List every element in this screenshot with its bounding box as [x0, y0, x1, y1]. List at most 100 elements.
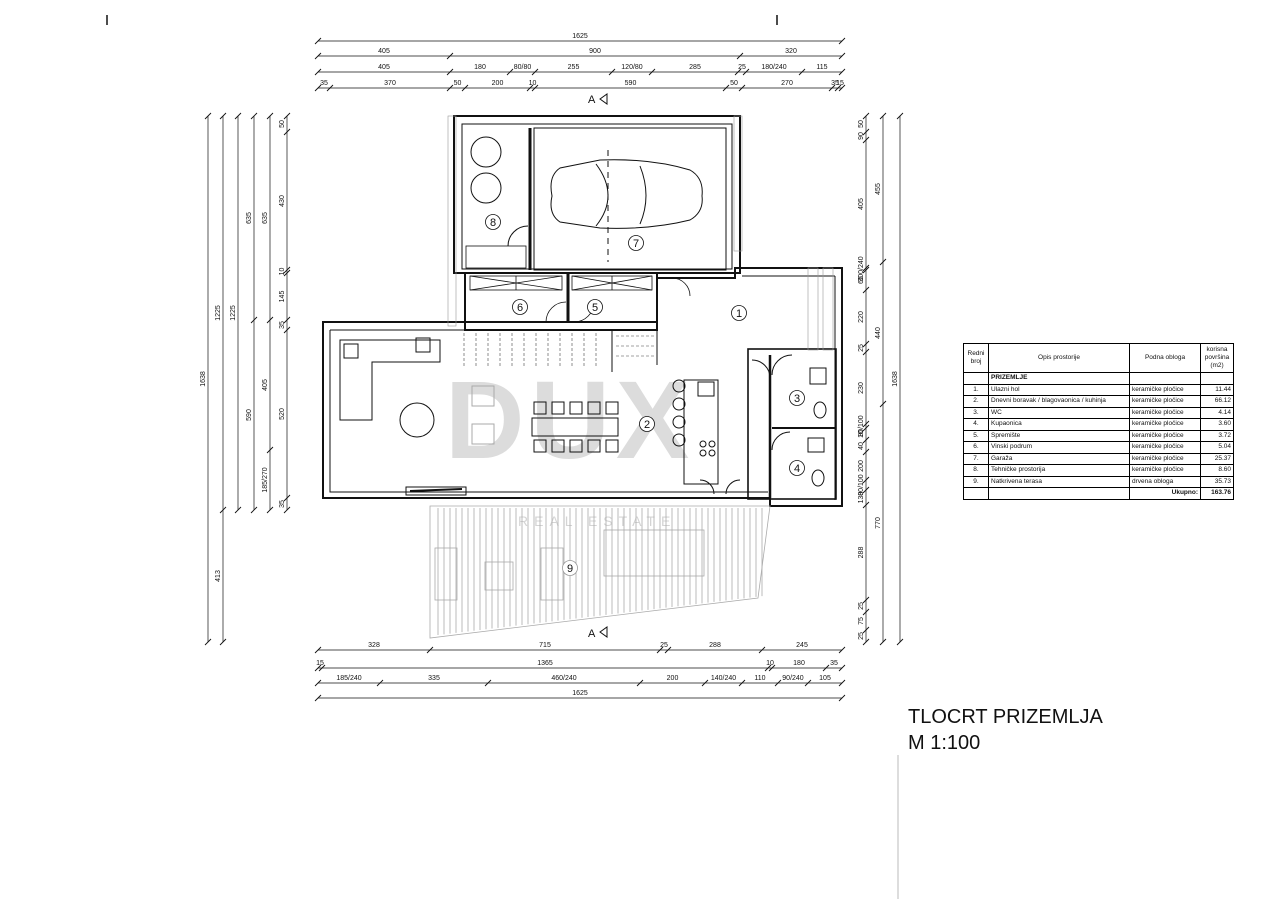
dimension-value: 130 — [858, 492, 865, 504]
room-marker — [628, 235, 644, 251]
bathroom-fixtures — [699, 354, 827, 495]
dimension-tick — [758, 646, 766, 654]
dimension-tick — [314, 679, 322, 687]
dimension-value: 590 — [625, 80, 637, 87]
plan-title-block: TLOCRT PRIZEMLJA M 1:100 — [908, 704, 1103, 756]
dimension-tick — [722, 84, 730, 92]
dimension-value: 90/240 — [782, 675, 804, 682]
dimension-value: 50 — [730, 80, 738, 87]
area-cell-no: 7. — [963, 452, 989, 465]
dimension-value: 15 — [836, 80, 844, 87]
sink-icon — [697, 381, 715, 397]
dimension-tick — [798, 68, 806, 76]
car-windows — [595, 163, 647, 227]
sink-icon — [807, 437, 825, 453]
dimension-tick — [250, 112, 258, 120]
section-label: PRIZEMLJE — [988, 372, 1130, 385]
dimension-tick — [862, 448, 870, 456]
dimension-value: 270 — [781, 80, 793, 87]
dimension-value: 35 — [831, 80, 839, 87]
section-arrow-icon — [599, 626, 608, 638]
dimension-tick — [774, 679, 782, 687]
dining-chair-icon — [569, 401, 583, 415]
dining-chair-icon — [605, 401, 619, 415]
garage-room — [533, 127, 727, 271]
dimension-tick — [314, 664, 322, 672]
dimension-value: 770 — [875, 517, 882, 529]
dimension-tick — [426, 646, 434, 654]
room-marker — [562, 560, 578, 576]
dimension-tick — [738, 679, 746, 687]
dimension-value: 1625 — [572, 690, 588, 697]
area-cell-area: 5.04 — [1200, 441, 1234, 454]
dining-chair-icon — [569, 439, 583, 453]
tank-icon — [470, 136, 502, 168]
dimension-tick — [250, 506, 258, 514]
dimension-tick — [314, 68, 322, 76]
dimension-value: 288 — [858, 547, 865, 559]
dimension-tick — [446, 52, 454, 60]
car-body — [550, 159, 703, 229]
total-value: 163.76 — [1200, 487, 1234, 500]
dimension-value: 115 — [816, 64, 827, 71]
dimension-value: 285 — [689, 64, 701, 71]
dimension-tick — [862, 128, 870, 136]
terrace-door-icon — [699, 479, 741, 495]
dimension-tick — [804, 679, 812, 687]
area-cell-no: 3. — [963, 406, 989, 419]
dimension-tick — [484, 679, 492, 687]
dining-chair-icon — [533, 401, 547, 415]
area-cell-floor: keramičke pločice — [1129, 395, 1201, 408]
kitchen — [672, 379, 719, 485]
dimension-tick — [862, 112, 870, 120]
dimension-tick — [768, 664, 776, 672]
dimension-value: 80/100 — [858, 474, 865, 496]
kitchen-island — [683, 379, 719, 485]
dimension-value: 25 — [858, 602, 865, 610]
hob-icon — [699, 449, 707, 457]
hob-icon — [708, 440, 716, 448]
stool-icon — [672, 415, 686, 429]
dimension-value: 245 — [796, 642, 808, 649]
dimension-value: 230 — [858, 382, 865, 394]
room-number: 2 — [644, 419, 650, 431]
dimension-value: 65 — [858, 276, 865, 284]
dimension-value: 90 — [858, 132, 865, 140]
dimension-value: 405 — [378, 48, 390, 55]
outdoor-table-icon — [603, 529, 705, 577]
dimension-tick — [736, 52, 744, 60]
dimension-tick — [862, 424, 870, 432]
dimension-tick — [879, 400, 887, 408]
dimension-value: 320 — [785, 48, 797, 55]
door-swing-icon — [751, 359, 771, 379]
dimension-tick — [862, 420, 870, 428]
area-cell-name: Ulazni hol — [988, 383, 1130, 396]
dimension-tick — [234, 112, 242, 120]
dimension-value: 405 — [858, 198, 865, 210]
dimension-tick — [862, 436, 870, 444]
dimension-value: 328 — [368, 642, 380, 649]
dimension-tick — [838, 68, 846, 76]
section-arrow-icon — [599, 93, 608, 105]
dimension-tick — [283, 326, 291, 334]
dimension-value: 185/240 — [336, 675, 361, 682]
dimension-value: 1225 — [230, 305, 237, 321]
cabinet-icon — [465, 245, 527, 269]
dimension-value: 590 — [246, 409, 253, 421]
dimension-tick — [862, 638, 870, 646]
living-furniture — [339, 337, 495, 496]
room-marker — [485, 214, 501, 230]
dimension-value: 1625 — [572, 33, 588, 40]
dimension-tick — [862, 340, 870, 348]
area-cell-floor: keramičke pločice — [1129, 464, 1201, 477]
dining-chair-icon — [551, 439, 565, 453]
dimension-tick — [376, 679, 384, 687]
dimension-tick — [314, 694, 322, 702]
section-cell-empty — [1129, 372, 1201, 385]
room-number: 7 — [633, 238, 639, 250]
dimension-tick — [838, 694, 846, 702]
dimension-tick — [734, 68, 742, 76]
dimension-tick — [834, 84, 842, 92]
chair-icon — [471, 423, 495, 445]
